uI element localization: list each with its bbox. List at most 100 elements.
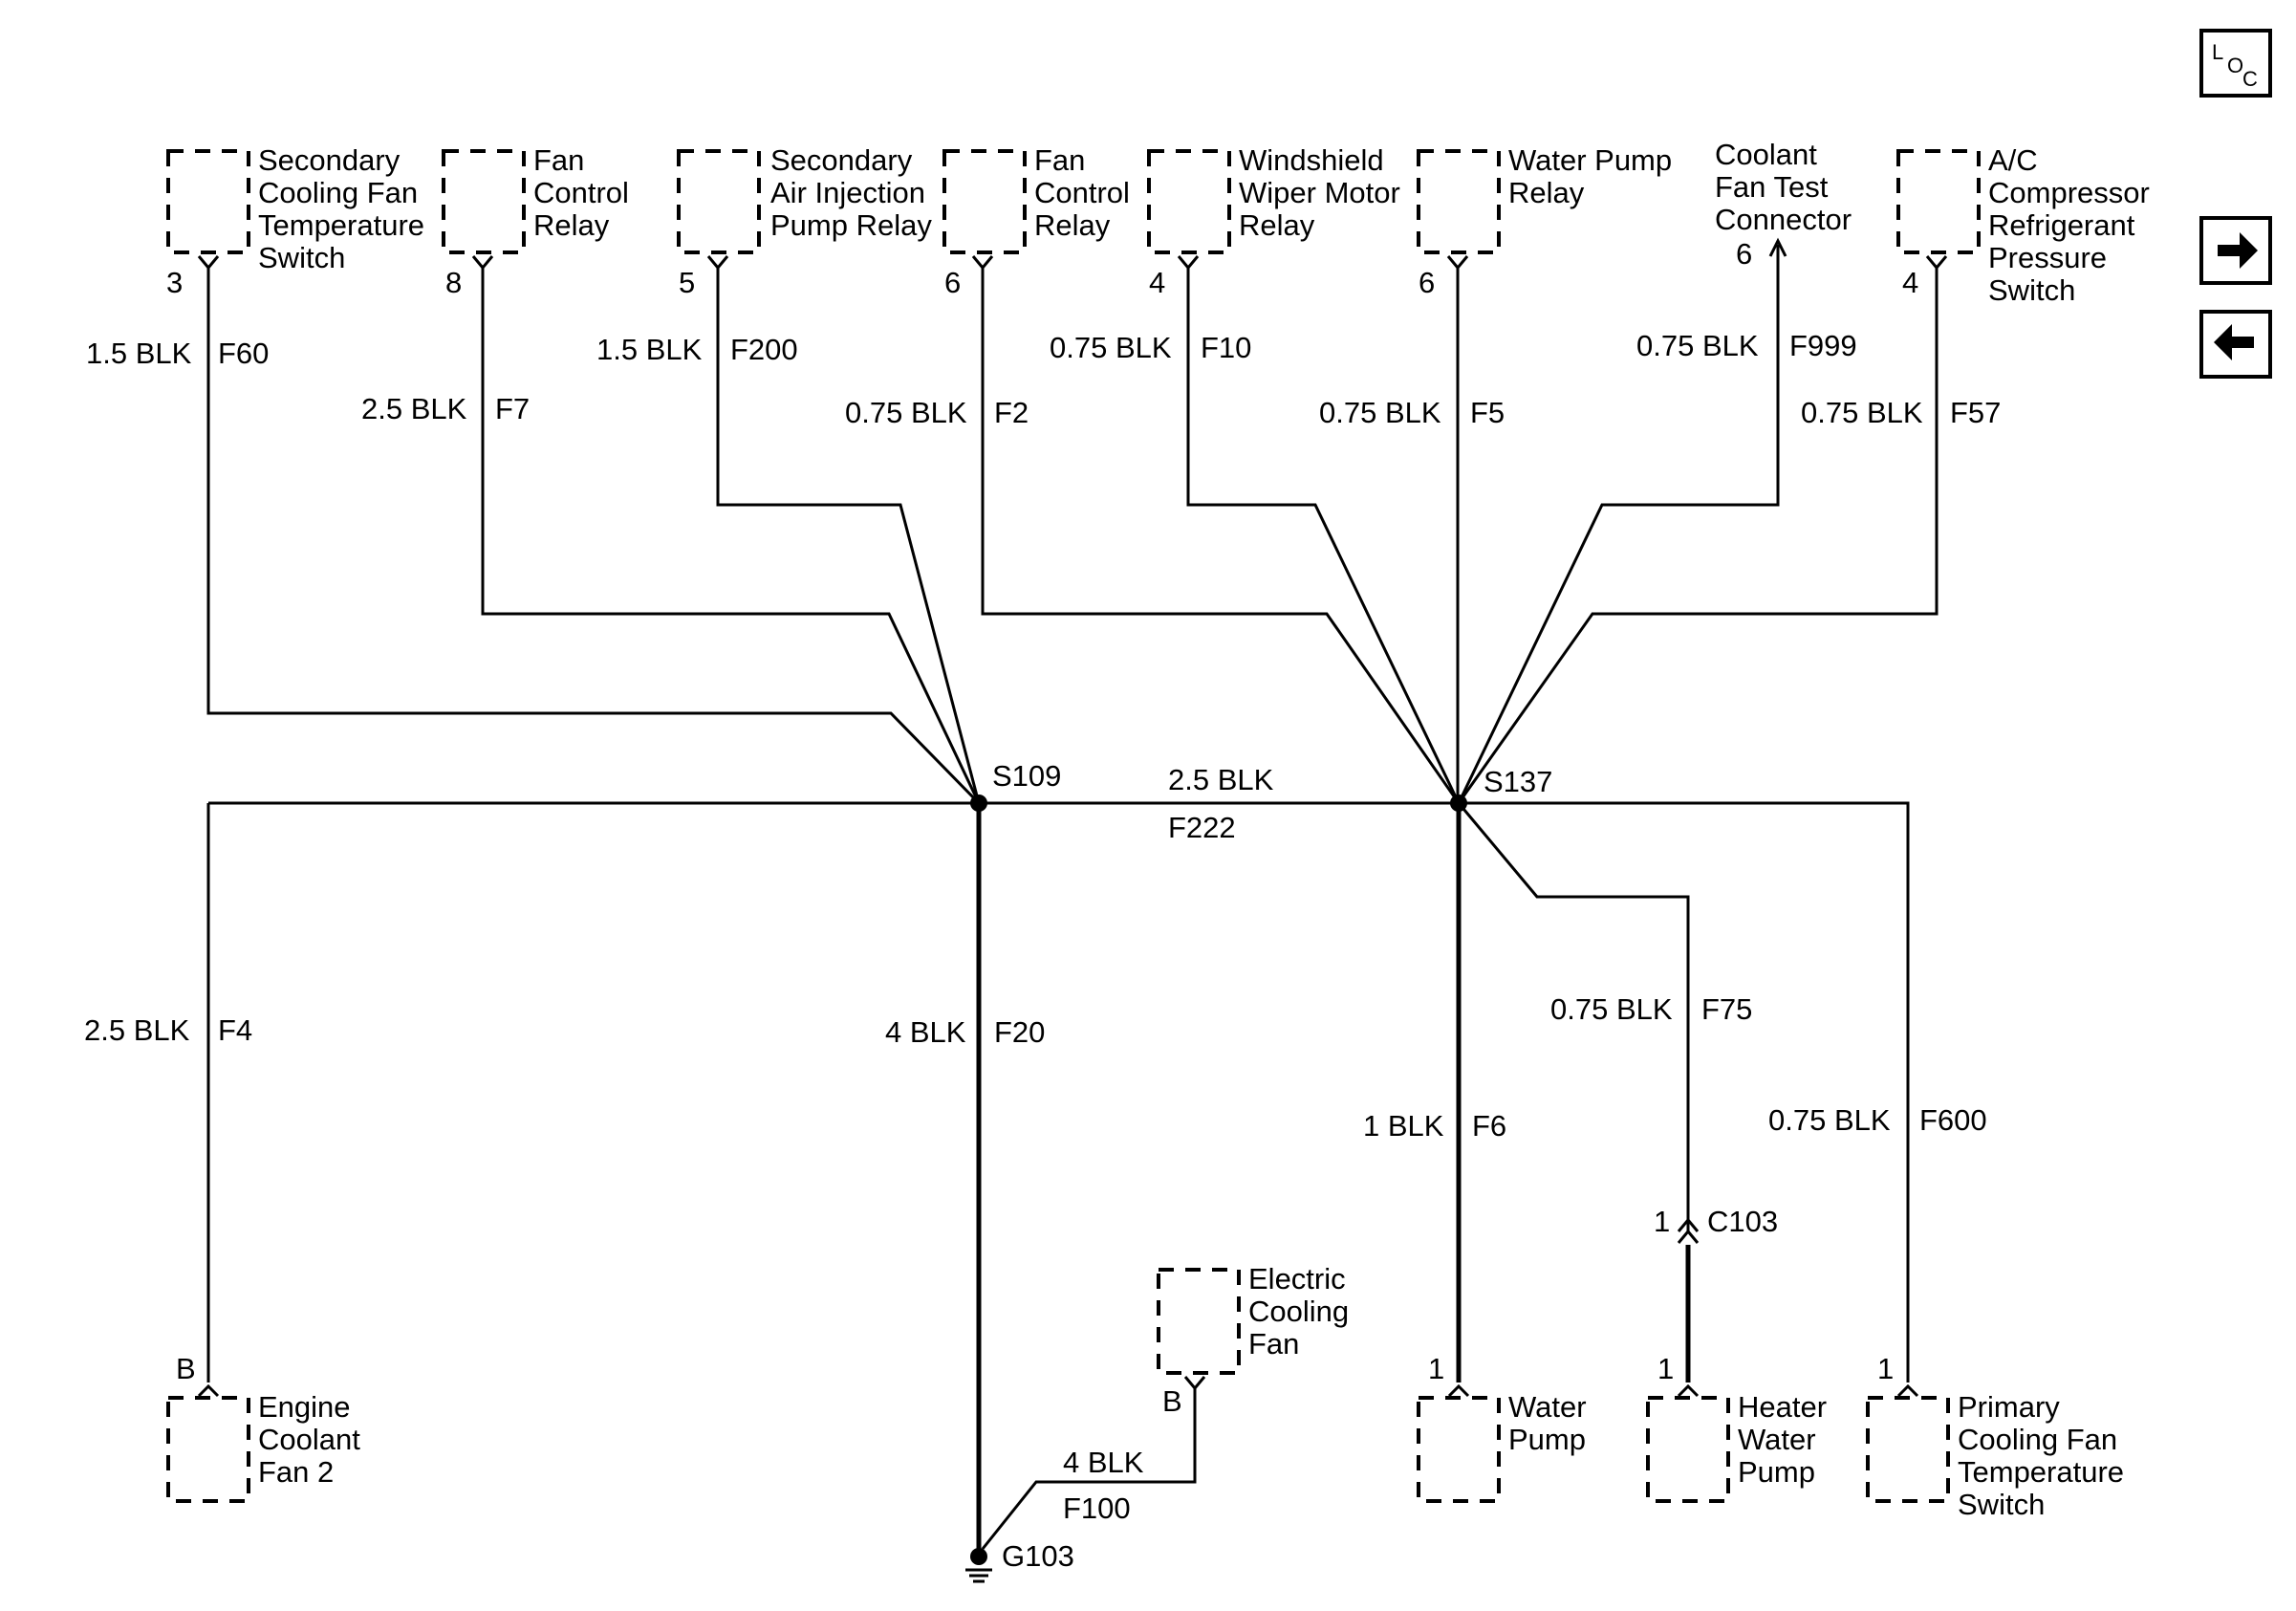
loc-letter-c: C [2242, 67, 2258, 91]
svg-text:2.5 BLK: 2.5 BLK [361, 392, 467, 425]
svg-text:F57: F57 [1950, 396, 2001, 429]
svg-text:4 BLK: 4 BLK [1063, 1446, 1144, 1479]
svg-text:1.5 BLK: 1.5 BLK [86, 337, 192, 370]
svg-text:2.5 BLK: 2.5 BLK [84, 1013, 190, 1047]
heater-water-pump: 1 Heater Water Pump [1646, 1352, 1835, 1503]
wire-f75: 0.75 BLK F75 [1457, 802, 1752, 1382]
component-label: Water Pump [1508, 1390, 1594, 1456]
wire-f200: 1.5 BLK F200 [596, 268, 981, 804]
arrow-left-icon[interactable] [2199, 310, 2272, 379]
component-label: Primary Cooling Fan Temperature Switch [1958, 1390, 2133, 1521]
svg-text:0.75 BLK: 0.75 BLK [1550, 992, 1673, 1026]
connector-arrow-icon [1768, 237, 1787, 257]
component-label: Fan Control Relay [1034, 143, 1138, 242]
svg-text:F10: F10 [1201, 331, 1251, 364]
svg-text:F20: F20 [994, 1015, 1045, 1049]
pin-label: B [176, 1352, 196, 1385]
splice-s137: S137 [1450, 765, 1552, 812]
pin-label: B [1162, 1384, 1182, 1418]
wire-f600: 0.75 BLK F600 [1768, 1103, 1987, 1137]
electric-cooling-fan: B Electric Cooling Fan [1157, 1262, 1357, 1418]
pin-label: 5 [679, 266, 695, 299]
wire-f4: 2.5 BLK F4 [84, 803, 252, 1382]
svg-text:0.75 BLK: 0.75 BLK [1801, 396, 1923, 429]
svg-text:F75: F75 [1701, 992, 1752, 1026]
ground-label: G103 [1002, 1539, 1074, 1573]
svg-text:F222: F222 [1168, 811, 1236, 844]
pin-label: 4 [1902, 266, 1918, 299]
water-pump-relay: Water Pump Relay 6 [1417, 143, 1680, 299]
connector-pin: 1 [1654, 1205, 1670, 1238]
pin-label: 3 [166, 266, 183, 299]
svg-text:F200: F200 [730, 333, 798, 366]
svg-text:0.75 BLK: 0.75 BLK [1636, 329, 1759, 362]
svg-text:0.75 BLK: 0.75 BLK [845, 396, 967, 429]
svg-text:F2: F2 [994, 396, 1029, 429]
svg-text:S137: S137 [1484, 765, 1552, 798]
svg-text:F6: F6 [1472, 1109, 1506, 1143]
svg-text:F5: F5 [1470, 396, 1505, 429]
component-label: Engine Coolant Fan 2 [258, 1390, 368, 1489]
wire-f20: 4 BLK F20 [885, 803, 1045, 1557]
svg-text:F7: F7 [495, 392, 530, 425]
component-label: Windshield Wiper Motor Relay [1239, 143, 1408, 242]
component-label: Heater Water Pump [1738, 1390, 1835, 1489]
pin-label: 6 [1419, 266, 1435, 299]
wire-f2: 0.75 BLK F2 [845, 268, 1461, 804]
pin-label: 1 [1657, 1352, 1674, 1385]
component-label: Coolant Fan Test Connector [1715, 138, 1852, 236]
ac-compressor-refrigerant-pressure-switch: A/C Compressor Refrigerant Pressure Swit… [1896, 143, 2157, 307]
wire-f999: 0.75 BLK F999 [1457, 245, 1857, 804]
loc-icon[interactable]: L O C [2199, 29, 2272, 98]
svg-text:F4: F4 [218, 1013, 252, 1047]
loc-letter-l: L [2212, 40, 2223, 64]
connector-name: C103 [1707, 1205, 1778, 1238]
connector-c103: 1 C103 [1654, 1205, 1778, 1244]
svg-text:0.75 BLK: 0.75 BLK [1050, 331, 1172, 364]
arrow-right-icon[interactable] [2199, 216, 2272, 285]
svg-text:F60: F60 [218, 337, 269, 370]
component-label: Water Pump Relay [1508, 143, 1680, 209]
water-pump: 1 Water Pump [1417, 1352, 1594, 1503]
pin-label: 6 [1736, 237, 1752, 271]
svg-text:2.5 BLK: 2.5 BLK [1168, 763, 1274, 796]
svg-text:1.5 BLK: 1.5 BLK [596, 333, 703, 366]
pin-label: 1 [1877, 1352, 1894, 1385]
secondary-cooling-fan-temperature-switch: Secondary Cooling Fan Temperature Switch… [166, 143, 433, 299]
wire-f222: 2.5 BLK F222 [208, 763, 1910, 1382]
fan-control-relay-right: Fan Control Relay 6 [942, 143, 1138, 299]
pin-label: 4 [1149, 266, 1165, 299]
ground-g103: G103 [965, 1539, 1074, 1583]
wire-f57: 0.75 BLK F57 [1457, 268, 2001, 804]
svg-text:1 BLK: 1 BLK [1363, 1109, 1444, 1143]
engine-coolant-fan-2: B Engine Coolant Fan 2 [166, 1352, 368, 1503]
component-label: A/C Compressor Refrigerant Pressure Swit… [1988, 143, 2157, 307]
wire-f5: 0.75 BLK F5 [1319, 268, 1505, 803]
loc-letter-o: O [2227, 54, 2243, 77]
component-label: Secondary Cooling Fan Temperature Switch [258, 143, 433, 274]
svg-text:F600: F600 [1919, 1103, 1987, 1137]
wire-f6: 1 BLK F6 [1363, 803, 1506, 1382]
primary-cooling-fan-temperature-switch: 1 Primary Cooling Fan Temperature Switch [1866, 1352, 2133, 1521]
component-label: Fan Control Relay [533, 143, 638, 242]
svg-text:0.75 BLK: 0.75 BLK [1319, 396, 1441, 429]
component-label: Electric Cooling Fan [1248, 1262, 1357, 1361]
svg-text:0.75 BLK: 0.75 BLK [1768, 1103, 1891, 1137]
svg-text:F999: F999 [1789, 329, 1857, 362]
pin-label: 8 [445, 266, 462, 299]
wire-f10: 0.75 BLK F10 [1050, 268, 1461, 804]
fan-control-relay-left: Fan Control Relay 8 [442, 143, 638, 299]
svg-text:S109: S109 [992, 759, 1061, 793]
svg-text:4 BLK: 4 BLK [885, 1015, 966, 1049]
wire-f60: 1.5 BLK F60 [86, 268, 981, 805]
secondary-air-injection-pump-relay: Secondary Air Injection Pump Relay 5 [677, 143, 934, 299]
pin-label: 1 [1428, 1352, 1444, 1385]
wire-f7: 2.5 BLK F7 [361, 268, 981, 804]
windshield-wiper-motor-relay: Windshield Wiper Motor Relay 4 [1147, 143, 1408, 299]
component-label: Secondary Air Injection Pump Relay [770, 143, 934, 242]
coolant-fan-test-connector: Coolant Fan Test Connector 6 [1715, 138, 1852, 271]
svg-text:F100: F100 [1063, 1491, 1131, 1525]
wire-f100: 4 BLK F100 [981, 1388, 1197, 1550]
pin-label: 6 [944, 266, 961, 299]
